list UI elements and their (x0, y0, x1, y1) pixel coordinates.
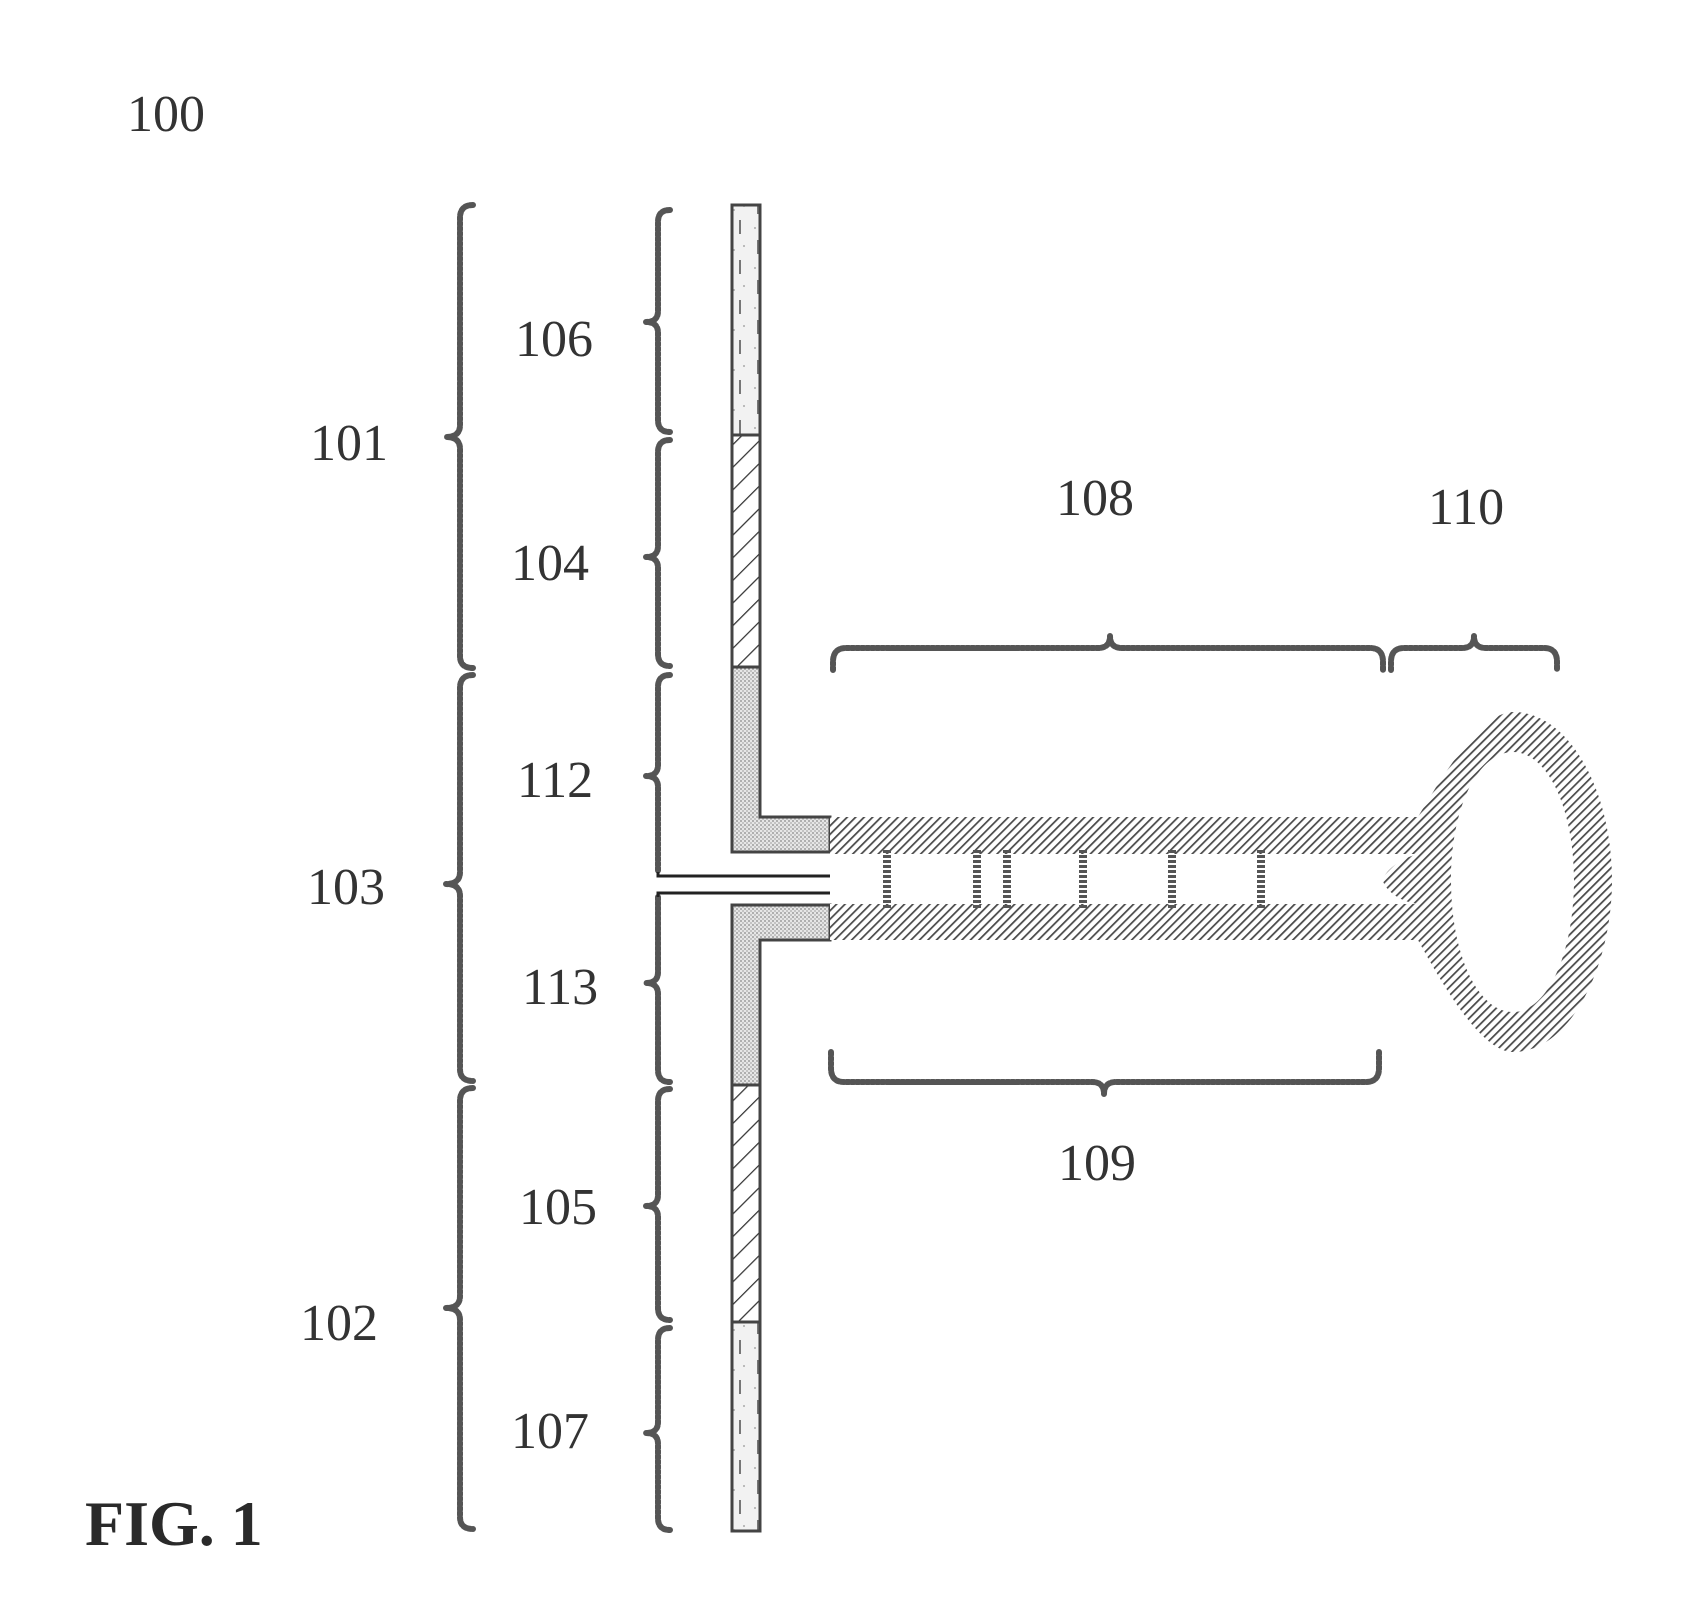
segment-112 (730, 665, 832, 854)
label-106: 106 (515, 311, 593, 368)
label-101: 101 (310, 415, 388, 472)
label-109: 109 (1058, 1135, 1136, 1192)
segment-113 (730, 903, 832, 1087)
brace-109 (828, 1049, 1382, 1097)
label-102: 102 (300, 1295, 378, 1352)
label-103: 103 (307, 859, 385, 916)
label-110: 110 (1428, 479, 1504, 536)
brace-103 (443, 672, 476, 1084)
segment-106 (730, 203, 762, 437)
stem-arm-lower (830, 904, 1390, 940)
label-112: 112 (517, 752, 593, 809)
brace-106 (643, 207, 673, 435)
loop-110 (1383, 712, 1612, 1052)
brace-102 (443, 1085, 476, 1532)
stem-arm-upper (830, 817, 1390, 854)
label-107: 107 (511, 1403, 589, 1460)
brace-101 (443, 202, 476, 671)
brace-105 (643, 1086, 673, 1323)
label-113: 113 (522, 959, 598, 1016)
brace-113 (643, 894, 673, 1085)
connector-112 (656, 872, 830, 878)
brace-110 (1388, 633, 1560, 673)
segment-105 (730, 1083, 762, 1324)
label-104: 104 (511, 535, 589, 592)
segment-104 (730, 433, 762, 669)
connector-113 (656, 891, 830, 897)
brace-104 (643, 437, 673, 669)
brace-112 (643, 672, 673, 875)
label-108: 108 (1056, 470, 1134, 527)
segment-107 (730, 1320, 762, 1533)
label-100: 100 (127, 86, 205, 143)
brace-107 (643, 1325, 673, 1533)
brace-108 (830, 633, 1386, 673)
figure-caption: FIG. 1 (85, 1488, 263, 1559)
label-105: 105 (519, 1179, 597, 1236)
